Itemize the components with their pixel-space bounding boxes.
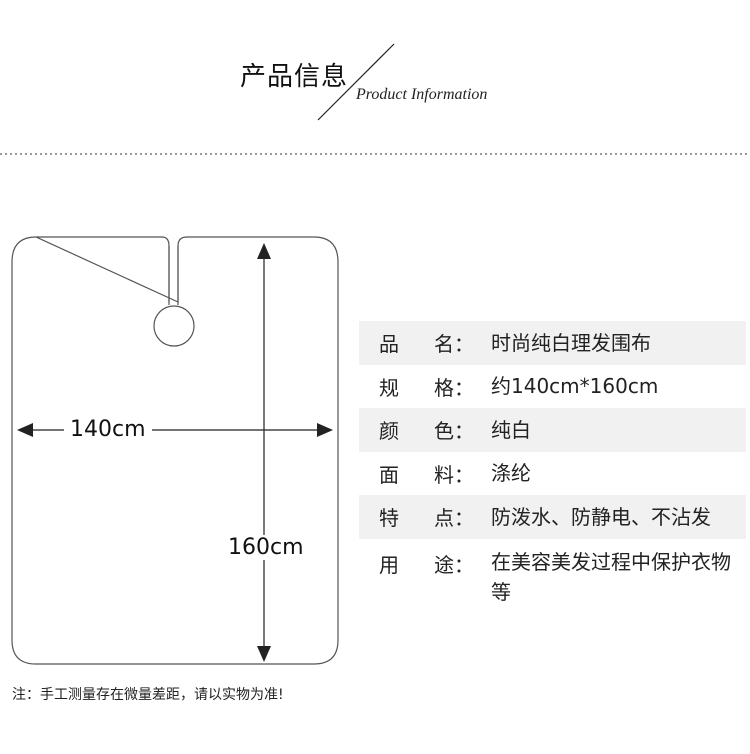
spec-key: 颜 色： — [379, 415, 474, 444]
header-slash-divider — [317, 43, 395, 121]
spec-key-char: 料： — [434, 462, 474, 487]
measurement-footnote: 注：手工测量存在微量差距，请以实物为准! — [12, 687, 284, 703]
spec-key: 面 料： — [379, 459, 474, 488]
page-title: 产品信息 — [240, 62, 349, 92]
cape-outline — [11, 236, 339, 665]
spec-key-char: 途： — [434, 552, 474, 577]
spec-value: 约140cm*160cm — [491, 374, 659, 399]
spec-key-char: 格： — [434, 375, 474, 400]
width-arrow-left — [17, 423, 33, 437]
spec-key-char: 品 — [379, 332, 399, 357]
spec-value: 在美容美发过程中保护衣物等 — [491, 549, 731, 604]
spec-key-char: 特 — [379, 506, 399, 531]
spec-key-char: 点： — [434, 506, 474, 531]
spec-table: 品 名： 时尚纯白理发围布 规 格： 约140cm*160cm 颜 色： 纯白 … — [359, 321, 746, 619]
spec-key: 品 名： — [379, 328, 474, 357]
width-dimension-label: 140cm — [64, 417, 152, 442]
height-dimension-label: 160cm — [228, 535, 304, 560]
spec-row-features: 特 点： 防泼水、防静电、不沾发 — [359, 495, 746, 539]
height-arrow-top — [257, 243, 271, 259]
spec-value: 时尚纯白理发围布 — [491, 330, 651, 355]
dotted-divider — [0, 153, 750, 155]
spec-key: 用 途： — [379, 549, 474, 578]
neck-hole — [153, 305, 195, 347]
spec-row-color: 颜 色： 纯白 — [359, 408, 746, 452]
spec-key-char: 色： — [434, 419, 474, 444]
spec-value: 防泼水、防静电、不沾发 — [491, 504, 711, 529]
spec-key-char: 面 — [379, 462, 399, 487]
width-arrow-right — [317, 423, 333, 437]
spec-row-material: 面 料： 涤纶 — [359, 452, 746, 496]
spec-key-char: 规 — [379, 375, 399, 400]
spec-key-char: 名： — [434, 332, 474, 357]
spec-row-size: 规 格： 约140cm*160cm — [359, 365, 746, 409]
spec-value: 涤纶 — [491, 461, 531, 486]
spec-row-usage: 用 途： 在美容美发过程中保护衣物等 — [359, 539, 746, 619]
spec-key-char: 用 — [379, 552, 399, 577]
height-arrow-bottom — [257, 646, 271, 662]
spec-row-name: 品 名： 时尚纯白理发围布 — [359, 321, 746, 365]
spec-key: 规 格： — [379, 372, 474, 401]
spec-value: 纯白 — [491, 417, 531, 442]
spec-key: 特 点： — [379, 502, 474, 531]
spec-key-char: 颜 — [379, 419, 399, 444]
page-subtitle: Product Information — [356, 86, 488, 103]
